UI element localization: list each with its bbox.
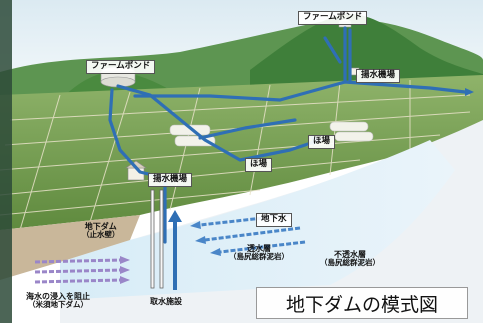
label-farm-pond-left: ファームポンド: [86, 60, 156, 74]
soil-section: [0, 215, 140, 280]
label-impermeable-layer-sub: （島尻総群泥岩）: [320, 258, 380, 268]
intake-well: [150, 189, 164, 289]
left-edge-dark: [0, 0, 12, 323]
diagram-title: 地下ダムの模式図: [256, 287, 468, 319]
label-impermeable-layer: 不透水層 （島尻総群泥岩）: [320, 250, 380, 268]
label-permeable-layer-sub: （島尻総群泥岩）: [229, 252, 289, 262]
label-impermeable-layer-main: 不透水層: [334, 250, 366, 259]
label-seawater-block-sub: （米須地下ダム）: [28, 300, 88, 310]
label-groundwater: 地下水: [256, 213, 292, 227]
label-intake-facility: 取水施設: [150, 297, 182, 306]
label-permeable-layer-main: 透水層: [247, 244, 271, 253]
label-seawater-block-main: 海水の浸入を阻止: [26, 292, 90, 301]
seawater-arrows: [34, 258, 121, 284]
label-permeable-layer: 透水層 （島尻総群泥岩）: [229, 244, 289, 262]
label-underground-dam: 地下ダム （止水壁）: [82, 222, 120, 240]
pipelines: [108, 26, 467, 244]
label-field-2: ほ場: [245, 158, 273, 172]
greenhouses: [169, 121, 374, 147]
label-farm-pond-top: ファームポンド: [298, 11, 368, 25]
label-seawater-block: 海水の浸入を阻止 （米須地下ダム）: [26, 292, 90, 310]
label-pump-station-right: 揚水機場: [356, 69, 401, 83]
label-underground-dam-sub: （止水壁）: [82, 230, 120, 240]
intake-up-arrow: [168, 210, 182, 290]
label-underground-dam-main: 地下ダム: [84, 222, 117, 231]
label-pump-station-left: 揚水機場: [148, 173, 193, 187]
label-field-1: ほ場: [308, 135, 336, 149]
